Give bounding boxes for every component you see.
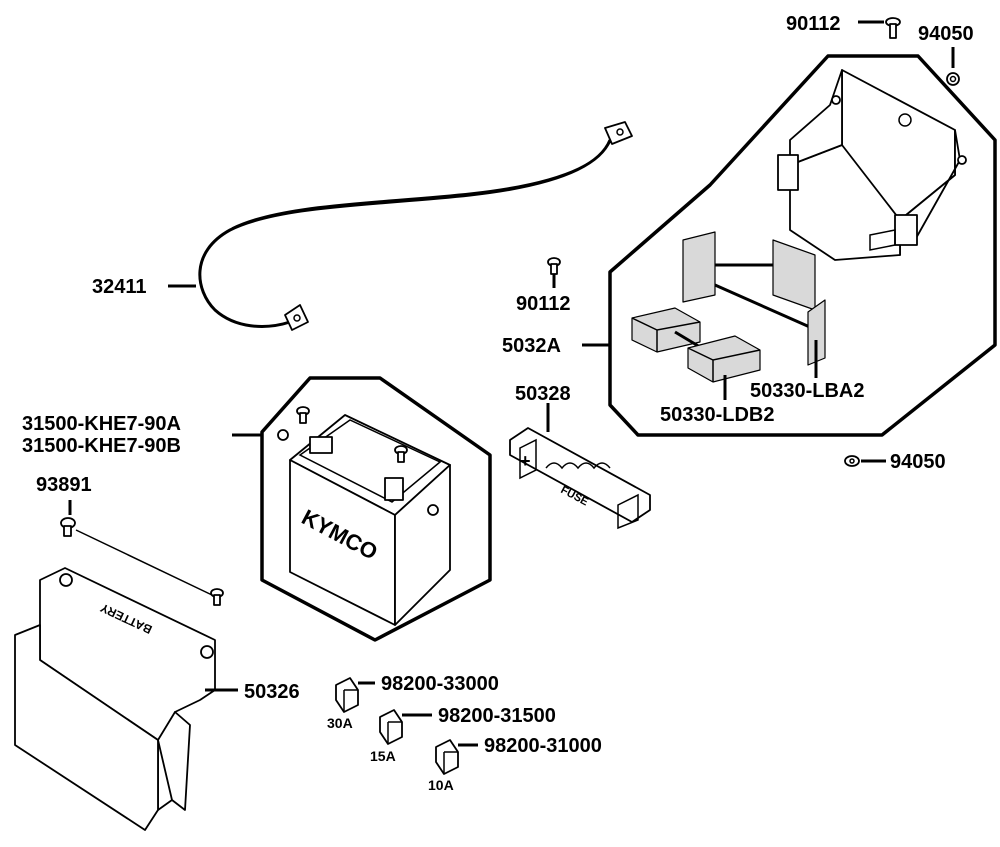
nut-mid — [844, 455, 860, 467]
label-battery-b: 31500-KHE7-90B — [22, 435, 181, 457]
bolt — [60, 517, 224, 606]
label-nut-top: 94050 — [918, 23, 974, 45]
battery-group-outline — [260, 376, 492, 642]
label-screw-top: 90112 — [786, 13, 841, 35]
battery: KYMCO — [277, 414, 451, 626]
label-pad-b: 50330-LBA2 — [750, 380, 865, 402]
battery-screw-b — [394, 445, 408, 463]
holder-group-outline — [608, 54, 997, 437]
label-fuse-15: 98200-31500 — [438, 705, 556, 727]
battery-cover: BATTERY — [14, 567, 216, 831]
rating-fuse-10: 10A — [428, 777, 454, 793]
bolt-connector — [75, 529, 213, 596]
fuse-10a — [435, 739, 459, 775]
label-pad-d: 50330-LDB2 — [660, 404, 775, 426]
nut-top — [946, 72, 960, 86]
label-cover: 50326 — [244, 681, 300, 703]
battery-screw-a — [296, 406, 310, 424]
label-holder-group: 5032A — [502, 335, 561, 357]
battery-cable — [198, 121, 633, 331]
fuse-plate: + FUSE — [509, 427, 651, 530]
label-cable: 32411 — [92, 276, 147, 298]
rating-fuse-15: 15A — [370, 748, 396, 764]
screw-top — [885, 17, 901, 39]
label-fuse-plate: 50328 — [515, 383, 571, 405]
label-battery-a: 31500-KHE7-90A — [22, 413, 181, 435]
svg-text:+: + — [520, 451, 531, 471]
battery-holder-box — [777, 69, 967, 261]
label-bolt: 93891 — [36, 474, 92, 496]
rating-fuse-30: 30A — [327, 715, 353, 731]
rubber-pads — [631, 231, 826, 383]
fuse-15a — [379, 709, 403, 745]
label-fuse-10: 98200-31000 — [484, 735, 602, 757]
label-nut-mid: 94050 — [890, 451, 946, 473]
label-screw-mid: 90112 — [516, 293, 571, 315]
fuse-30a — [335, 677, 359, 713]
screw-mid — [547, 257, 561, 275]
label-fuse-30: 98200-33000 — [381, 673, 499, 695]
